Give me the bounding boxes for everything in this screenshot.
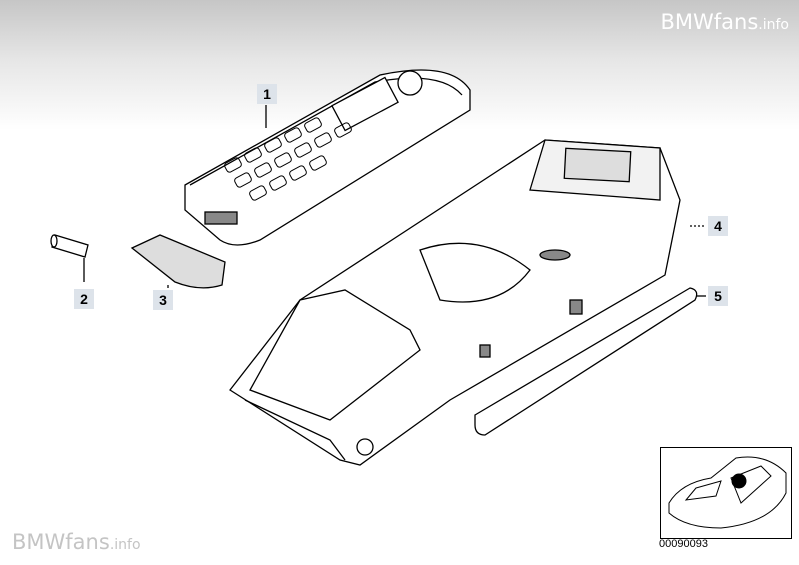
console-cradle-part (229, 139, 681, 466)
callout-4[interactable]: 4 (708, 216, 728, 236)
callout-5[interactable]: 5 (708, 286, 728, 306)
cover-part (130, 234, 226, 289)
vehicle-location-inset (660, 447, 792, 539)
watermark-bottom: BMWfans.info (12, 530, 141, 554)
car-outline-icon (668, 456, 787, 529)
callout-2[interactable]: 2 (74, 289, 94, 309)
pin-part (50, 234, 89, 282)
trim-strip-part (474, 287, 698, 436)
watermark-brand: BMWfans (12, 530, 110, 554)
watermark-suffix: .info (758, 17, 789, 33)
watermark-top: BMWfans.info (660, 10, 789, 34)
callout-1[interactable]: 1 (257, 84, 277, 104)
watermark-suffix: .info (109, 537, 141, 553)
handset-part (184, 69, 471, 246)
watermark-brand: BMWfans (660, 10, 759, 34)
diagram-code: 00090093 (659, 538, 708, 550)
callout-3[interactable]: 3 (153, 290, 173, 310)
